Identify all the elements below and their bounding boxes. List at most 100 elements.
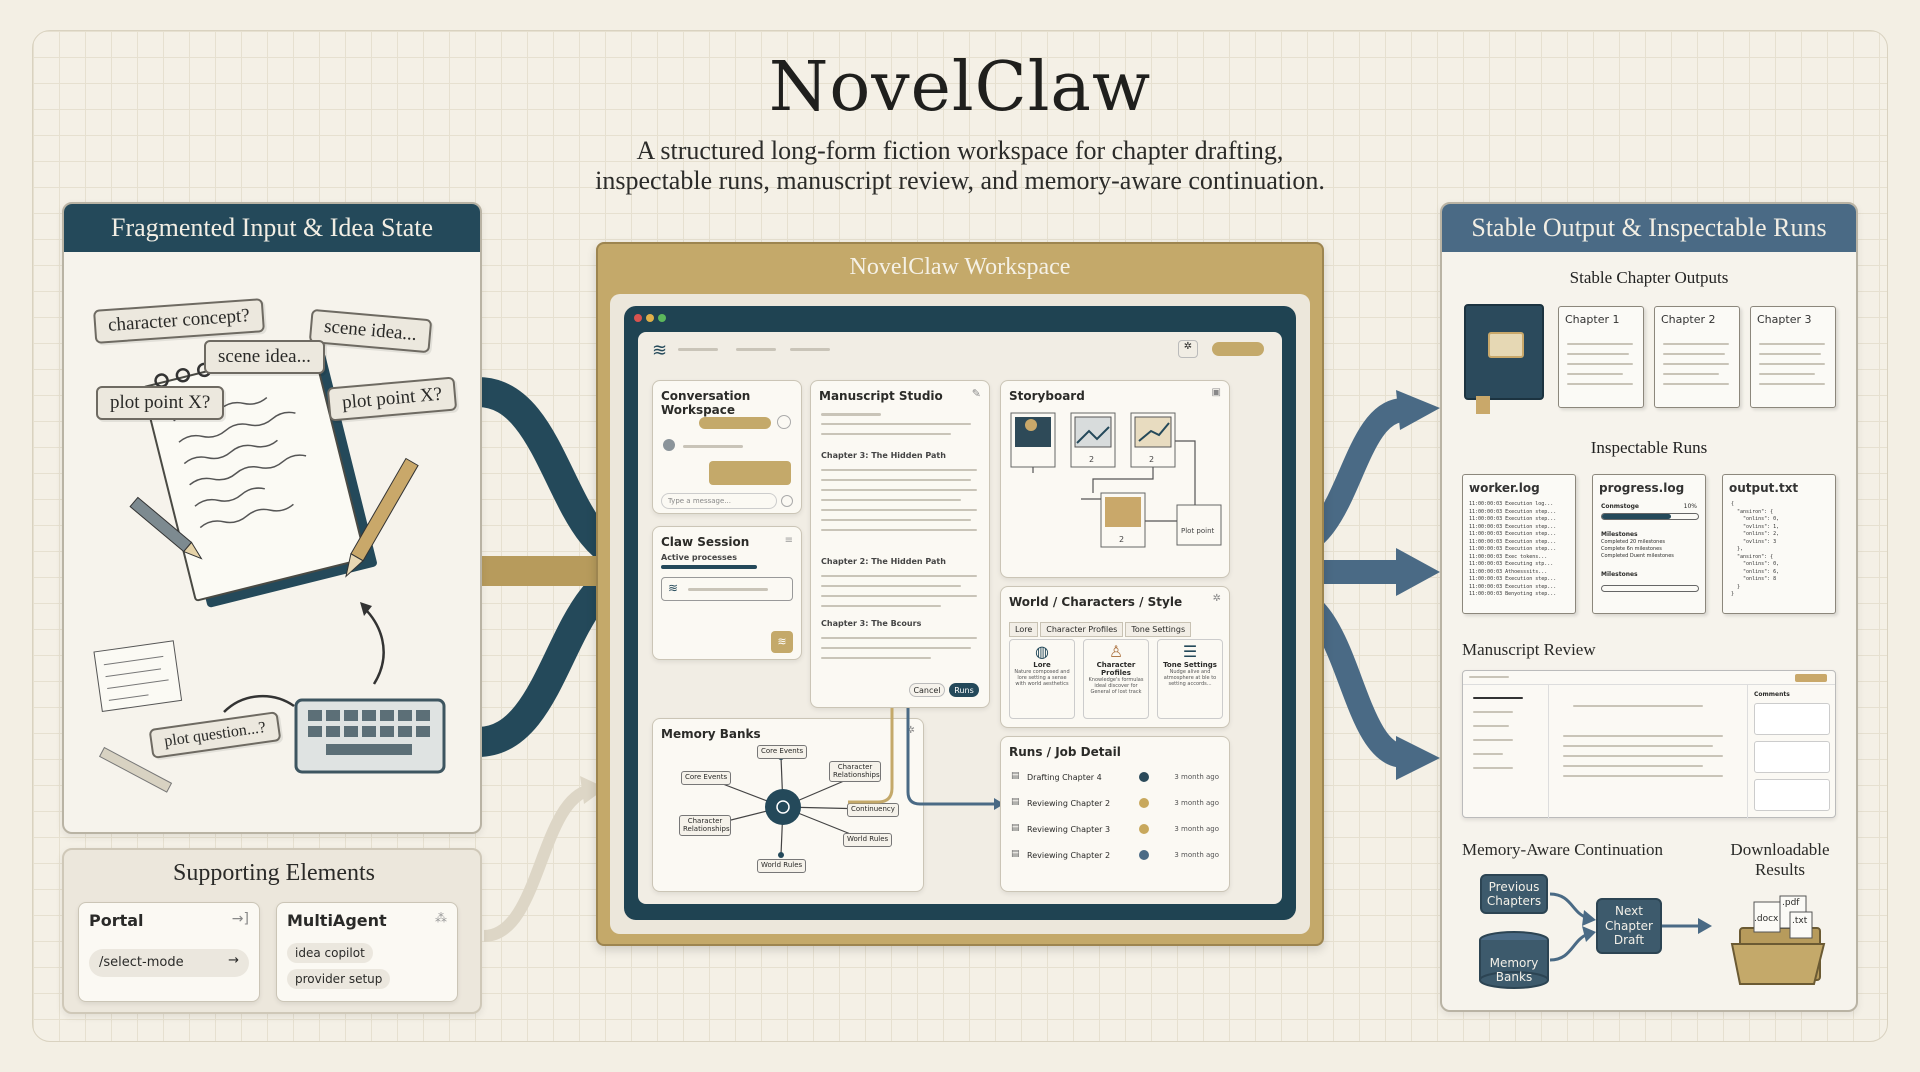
- app-window: ≋ ✲ Conversation Workspace Type a messag…: [638, 332, 1282, 904]
- chapter-heading-3: Chapter 3: The Bcours: [821, 619, 922, 628]
- chapter-heading-2: Chapter 2: The Hidden Path: [821, 557, 946, 566]
- log-line: 11:00:00:03 Execution step...: [1469, 576, 1557, 582]
- memory-node-world-rules-bottom[interactable]: World Rules: [757, 859, 807, 873]
- milestone-list: Completed 20 milestones Complete 6n mile…: [1601, 539, 1674, 559]
- tab-character-profiles[interactable]: Character Profiles: [1040, 622, 1124, 637]
- continuation-arrows: [1479, 892, 1826, 989]
- output-line: },: [1731, 546, 1744, 552]
- memory-node-world-rules-right[interactable]: World Rules: [843, 833, 893, 847]
- workspace-title: NovelClaw Workspace: [849, 254, 1071, 280]
- run-label: Reviewing Chapter 3: [1027, 824, 1111, 834]
- gear-icon[interactable]: ✲: [1212, 593, 1221, 604]
- storyboard-title: Storyboard: [1009, 389, 1085, 403]
- tone-settings-card[interactable]: ☰ Tone Settings Nudge alive and atmosphe…: [1157, 639, 1223, 719]
- list-icon: ≡: [784, 535, 793, 546]
- tab-tone-settings[interactable]: Tone Settings: [1125, 622, 1192, 637]
- portal-card[interactable]: Portal →] /select-mode →: [78, 902, 260, 1002]
- cancel-button[interactable]: Cancel: [909, 683, 945, 697]
- person-icon: ♙: [1108, 642, 1124, 661]
- send-icon[interactable]: [781, 495, 793, 507]
- provider-setup-chip[interactable]: provider setup: [287, 969, 391, 989]
- left-panel: Fragmented Input & Idea State: [62, 202, 482, 834]
- downloadable-title-2: Results: [1754, 860, 1806, 879]
- memory-node-core-events-top[interactable]: Core Events: [757, 745, 808, 759]
- log-line: 11:00:00:03 Exec tokens...: [1469, 553, 1548, 560]
- output-line: "onlins": 0,: [1731, 516, 1780, 522]
- lore-card[interactable]: ◍ Lore Nature composed and lore setting …: [1009, 639, 1075, 719]
- tone-settings-desc: Nudge alive and atmosphere at ble to set…: [1163, 669, 1217, 687]
- expand-icon[interactable]: ▣: [1211, 387, 1221, 398]
- log-line: 11:00:00:03 Executing stp...: [1469, 561, 1554, 567]
- tone-settings-name: Tone Settings: [1163, 661, 1217, 669]
- log-line: 11:00:00:03 Athoesssits...: [1469, 568, 1548, 575]
- idea-copilot-chip[interactable]: idea copilot: [287, 943, 373, 963]
- left-panel-title: Fragmented Input & Idea State: [64, 204, 480, 252]
- page-title: NovelClaw: [768, 48, 1152, 127]
- memory-node-core-events-left[interactable]: Core Events: [681, 771, 732, 785]
- memory-node-character-rel-left[interactable]: Character Relationships: [679, 815, 731, 837]
- milestones-heading: Milestones: [1601, 531, 1638, 538]
- output-line: "onlins": 2,: [1731, 531, 1780, 537]
- character-profiles-name: Character Profiles: [1096, 661, 1136, 677]
- bubble-scene-idea-2: scene idea...: [204, 340, 325, 374]
- run-row[interactable]: ▤ Reviewing Chapter 2 3 month ago: [1011, 793, 1219, 813]
- right-panel-title: Stable Output & Inspectable Runs: [1442, 204, 1856, 252]
- stable-outputs-title: Stable Chapter Outputs: [1569, 268, 1729, 287]
- document-icon: ▤: [1011, 823, 1020, 833]
- claw-title: Claw Session: [661, 535, 750, 549]
- plot-point-node: Plot point: [1181, 527, 1215, 535]
- memory-continuation-title: Memory-Aware Continuation: [1462, 840, 1663, 859]
- message-input[interactable]: Type a message...: [661, 493, 777, 509]
- next-chapter-draft-box: Next Chapter Draft: [1596, 898, 1662, 954]
- select-mode-button[interactable]: /select-mode →: [89, 949, 249, 977]
- memory-node-character-rel-right[interactable]: Character Relationships: [829, 761, 881, 783]
- output-txt-doc[interactable]: output.txt { "ansiron": { "onlins": 0, "…: [1722, 474, 1836, 614]
- progress-log-doc[interactable]: progress.log Conmstoge 10% Milestones Co…: [1592, 474, 1706, 614]
- tab-lore[interactable]: Lore: [1009, 622, 1039, 637]
- app-logo-icon: ≋: [652, 340, 668, 361]
- progress-label: Conmstoge: [1601, 503, 1639, 510]
- claw-icon[interactable]: ≋: [771, 631, 793, 653]
- manuscript-title: Manuscript Studio: [819, 389, 943, 403]
- chapter-2-title: Chapter 2: [1661, 313, 1716, 326]
- book-icon: [1464, 304, 1544, 414]
- run-time: 3 month ago: [1174, 799, 1219, 807]
- cog-icon[interactable]: ✲: [906, 725, 915, 736]
- log-line: 11:00:00:03 Execution step...: [1469, 583, 1557, 590]
- run-label: Reviewing Chapter 2: [1027, 798, 1111, 808]
- character-profiles-card[interactable]: ♙ Character Profiles Knowledge's formula…: [1083, 639, 1149, 719]
- top-action-button[interactable]: [1212, 342, 1264, 356]
- output-line: "onlins": 6,: [1731, 568, 1780, 575]
- log-line: 11:00:00:03 Benyoting step...: [1469, 591, 1557, 597]
- status-icon: [1139, 850, 1149, 860]
- chapter-2-doc[interactable]: Chapter 2: [1654, 306, 1740, 408]
- chapter-heading-1: Chapter 3: The Hidden Path: [821, 451, 946, 460]
- edit-icon[interactable]: ✎: [971, 387, 981, 400]
- run-button[interactable]: Runs: [949, 683, 979, 697]
- progress-pct: 10%: [1683, 503, 1697, 510]
- manuscript-review-window[interactable]: Comments: [1462, 670, 1836, 819]
- log-line: 11:00:00:03 Execution step...: [1469, 531, 1557, 537]
- settings-icon[interactable]: ✲: [1178, 340, 1198, 358]
- multiagent-title: MultiAgent: [287, 911, 387, 930]
- multiagent-card[interactable]: MultiAgent ⁂ idea copilot provider setup: [276, 902, 458, 1002]
- active-process-item[interactable]: ≋: [661, 577, 793, 601]
- previous-chapters-box: Previous Chapters: [1480, 874, 1548, 914]
- status-icon: [1139, 798, 1149, 808]
- memory-banks-cylinder: Memory Banks: [1489, 956, 1539, 985]
- worker-log-doc[interactable]: worker.log 11:00:00:03 Execution log...1…: [1462, 474, 1576, 614]
- progress-bar: [1601, 513, 1699, 520]
- chapter-1-doc[interactable]: Chapter 1: [1558, 306, 1644, 408]
- chapter-3-doc[interactable]: Chapter 3: [1750, 306, 1836, 408]
- world-title: World / Characters / Style: [1009, 595, 1183, 609]
- storyboard-graph: [1010, 412, 1222, 548]
- conversation-card: Conversation Workspace Type a message...: [652, 380, 802, 514]
- agents-icon: ⁂: [435, 911, 447, 925]
- document-icon: ▤: [1011, 797, 1020, 807]
- milestones-heading-2: Milestones: [1601, 571, 1638, 578]
